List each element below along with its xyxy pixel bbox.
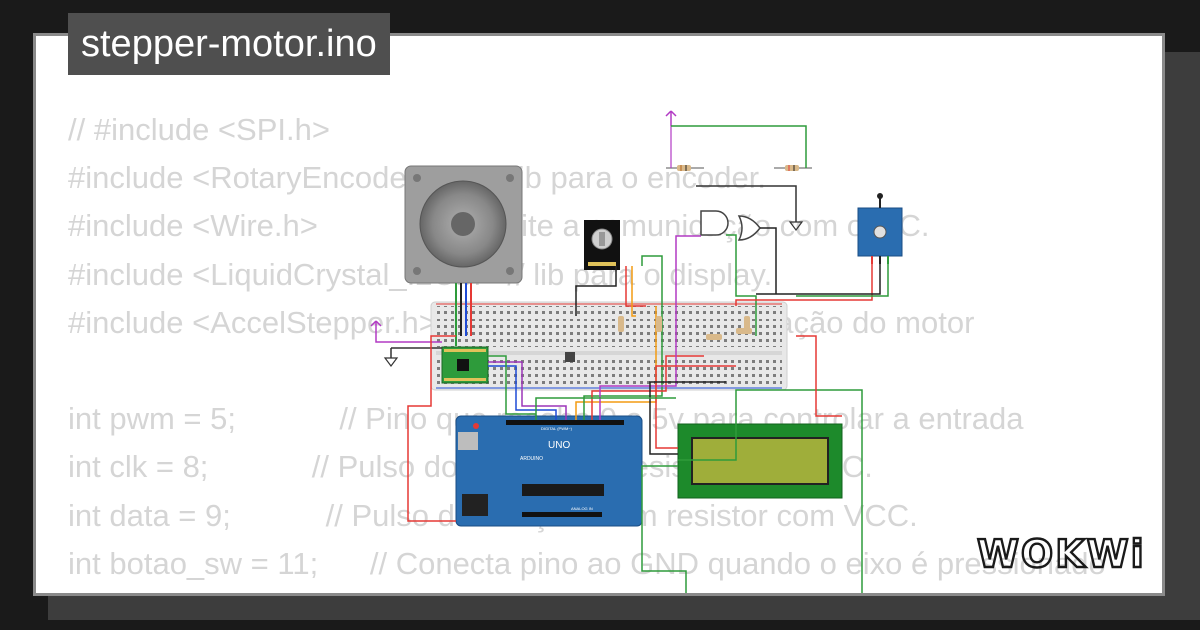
vcc-symbol <box>665 110 677 126</box>
logo-text: WOKWi <box>977 532 1146 576</box>
vcc-symbol <box>370 320 382 336</box>
stepper-driver[interactable] <box>441 346 489 384</box>
ground-symbol <box>788 208 804 231</box>
arduino-uno-board[interactable]: UNO ARDUINO DIGITAL (PWM~) ANALOG IN <box>455 415 643 527</box>
slide-switch[interactable] <box>565 352 575 362</box>
lcd-display[interactable] <box>677 423 843 499</box>
code-line: // #include <SPI.h> <box>68 112 330 147</box>
or-gate[interactable] <box>737 215 761 241</box>
rotary-encoder[interactable] <box>584 220 620 270</box>
sensor-module[interactable] <box>857 193 903 264</box>
and-gate[interactable] <box>700 210 729 236</box>
resistor[interactable] <box>618 316 752 340</box>
wokwi-logo[interactable]: WOKWi <box>975 527 1150 577</box>
wiring <box>407 227 889 593</box>
project-preview-card[interactable]: // #include <SPI.h>#include <RotaryEncod… <box>33 33 1165 596</box>
board-brand: ARDUINO <box>520 456 543 462</box>
board-analog-label: ANALOG IN <box>571 506 593 511</box>
board-header-label: DIGITAL (PWM~) <box>541 426 573 431</box>
stepper-motor[interactable] <box>404 165 523 336</box>
circuit-diagram[interactable]: UNO ARDUINO DIGITAL (PWM~) ANALOG IN <box>36 36 1165 596</box>
ground-symbol <box>383 348 399 367</box>
board-label: UNO <box>548 440 570 451</box>
project-title-tab[interactable]: stepper-motor.ino <box>68 13 390 75</box>
code-line: int botao_sw = 11; // Conecta pino ao GN… <box>68 545 1106 581</box>
breadboard[interactable] <box>430 301 788 391</box>
resistor[interactable] <box>666 165 704 171</box>
